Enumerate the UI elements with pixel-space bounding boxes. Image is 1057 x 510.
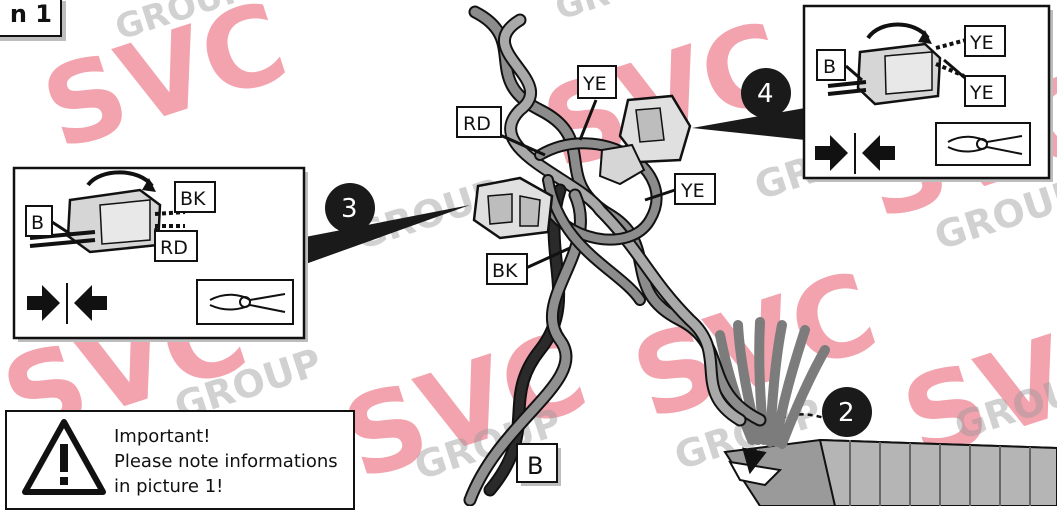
svg-text:B: B (527, 452, 543, 480)
step-3-badge: 3 (325, 183, 375, 233)
callout-right-tag-ye-top: YE (965, 26, 1005, 56)
svg-text:YE: YE (969, 32, 994, 54)
wire-tag-rd: RD (457, 107, 545, 155)
picture-number-label: n 1 (10, 0, 52, 28)
svg-text:RD: RD (463, 113, 491, 135)
warning-line-1: Please note informations (114, 449, 338, 474)
callout-left-tag-rd: RD (155, 228, 197, 261)
warning-triangle-icon (21, 418, 107, 496)
svg-text:YE: YE (680, 180, 705, 202)
svg-text:YE: YE (582, 73, 607, 95)
svg-text:BK: BK (492, 260, 518, 282)
svg-text:RD: RD (160, 237, 188, 259)
wire-tag-b-bottom: B (517, 444, 561, 486)
crimp-pliers-icon (197, 280, 293, 324)
svg-text:4: 4 (757, 79, 774, 109)
step-2-badge: 2 (822, 387, 872, 437)
cable-sheath (725, 440, 1057, 506)
svg-text:2: 2 (838, 398, 855, 428)
picture-number-tab: n 1 (0, 0, 62, 37)
step-4-badge: 4 (741, 68, 791, 118)
svg-text:BK: BK (180, 188, 206, 210)
crimp-pliers-icon (936, 123, 1030, 165)
warning-title: Important! (114, 424, 338, 449)
svg-text:YE: YE (969, 82, 994, 104)
svg-text:B: B (823, 56, 836, 78)
warning-line-2: in picture 1! (114, 474, 338, 499)
svg-text:B: B (31, 212, 44, 234)
watermark-sub: GROUP (550, 0, 691, 29)
connector-center-left (474, 178, 552, 238)
callout-left-tag-bk: BK (175, 182, 215, 212)
svg-text:3: 3 (341, 194, 358, 224)
